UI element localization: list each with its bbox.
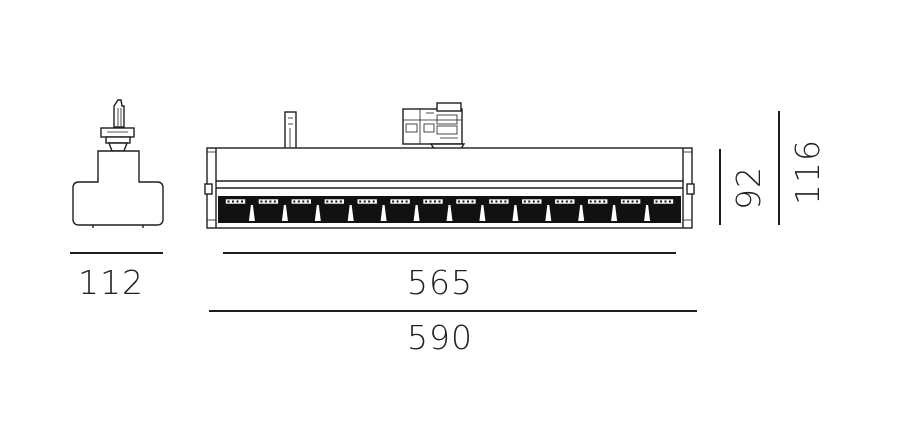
lens-separator [479,205,486,221]
lens-cell [488,198,510,205]
lens-separator [413,205,420,221]
lens-separator [644,205,651,221]
lens-cell [653,198,674,205]
lens-separator [512,205,519,221]
front-view [204,102,695,229]
lens-cell [225,198,246,205]
lens-separator [578,205,585,221]
lens-separator [446,205,453,221]
lens-cell [587,198,609,205]
lens-cell [521,198,543,205]
lens-cell [389,198,411,205]
lens-cell [554,198,576,205]
lens-cell [258,198,279,205]
dim-label-590: 590 [407,318,473,357]
lens-strip [218,196,681,223]
lens-separator [281,205,288,221]
dim-label-112: 112 [78,263,144,302]
lens-cell [323,198,345,205]
lens-cell [356,198,378,205]
dim-label-116: 116 [788,139,827,205]
lens-cell [422,198,444,205]
lens-cell [290,198,312,205]
lens-separator [347,205,354,221]
lens-separator [545,205,552,221]
lens-separator [380,205,387,221]
dim-label-565: 565 [407,263,473,302]
lens-separator [314,205,321,221]
lens-cell [455,198,477,205]
lens-cell [620,198,641,205]
track-adapter [402,102,466,151]
lens-separator [611,205,618,221]
lens-separator [248,205,255,221]
dim-label-92: 92 [729,166,768,210]
side-view [72,99,164,228]
